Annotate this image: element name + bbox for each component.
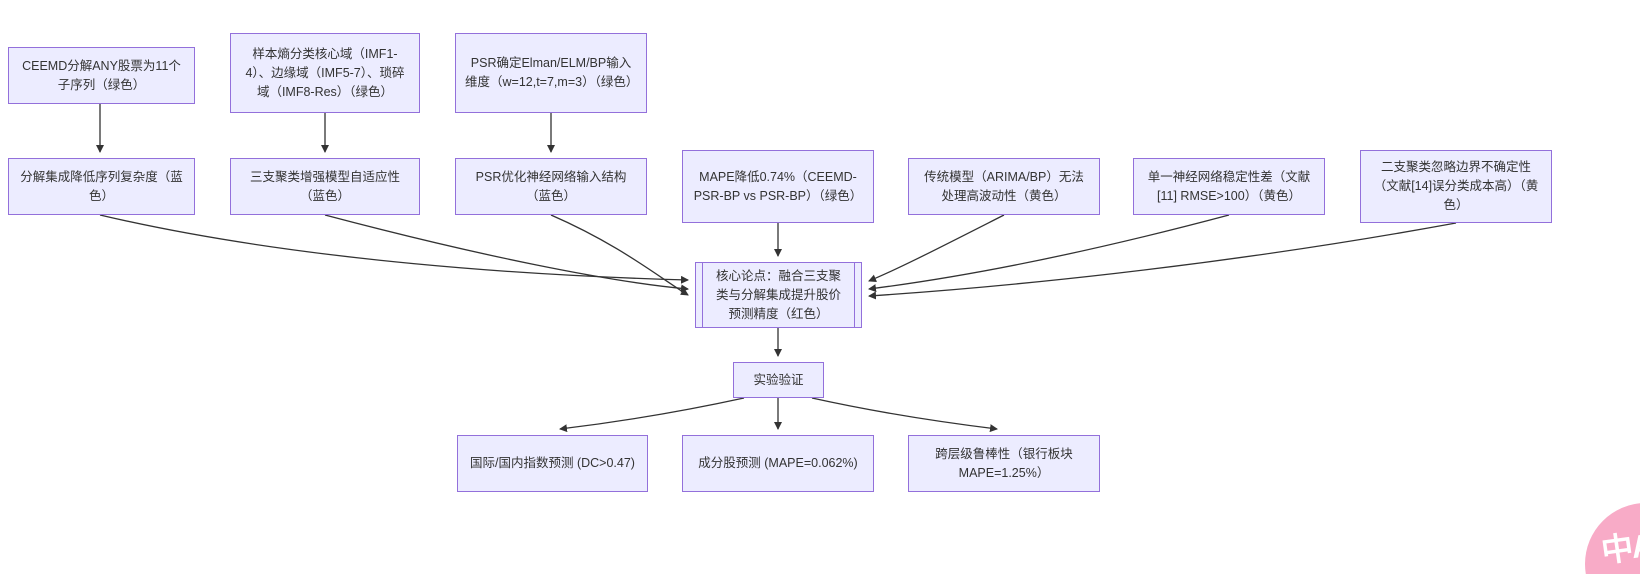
node-core-thesis: 核心论点：融合三支聚类与分解集成提升股价预测精度（红色） bbox=[695, 262, 862, 328]
node-experiment-validation: 实验验证 bbox=[733, 362, 824, 398]
node-decomposition-ensemble: 分解集成降低序列复杂度（蓝色） bbox=[8, 158, 195, 215]
node-two-way-clustering: 二支聚类忽略边界不确定性（文献[14]误分类成本高）（黄色） bbox=[1360, 150, 1552, 223]
edge-decomp-to-core bbox=[99, 214, 689, 284]
node-mape-reduction: MAPE降低0.74%（CEEMD-PSR-BP vs PSR-BP）（绿色） bbox=[682, 150, 874, 223]
edge-experiment-to-robustness bbox=[811, 397, 998, 433]
translate-badge-label: 中A bbox=[1599, 526, 1640, 570]
edge-single-nn-to-core bbox=[868, 214, 1230, 293]
node-cross-level-robustness: 跨层级鲁棒性（银行板块 MAPE=1.25%） bbox=[908, 435, 1100, 492]
translate-badge[interactable]: 中A bbox=[1585, 503, 1640, 574]
node-traditional-model: 传统模型（ARIMA/BP）无法处理高波动性（黄色） bbox=[908, 158, 1100, 215]
edge-psr-opt-to-core bbox=[550, 214, 689, 296]
node-ceemd-decompose: CEEMD分解ANY股票为11个子序列（绿色） bbox=[8, 47, 195, 104]
edge-three-way-to-core bbox=[324, 214, 689, 293]
node-psr-optimize: PSR优化神经网络输入结构（蓝色） bbox=[455, 158, 647, 215]
node-three-way-clustering: 三支聚类增强模型自适应性（蓝色） bbox=[230, 158, 420, 215]
node-constituent-prediction: 成分股预测 (MAPE=0.062%) bbox=[682, 435, 874, 492]
edge-traditional-to-core bbox=[868, 214, 1005, 282]
edge-experiment-to-index bbox=[559, 397, 745, 433]
node-index-prediction: 国际/国内指数预测 (DC>0.47) bbox=[457, 435, 648, 492]
node-sample-entropy: 样本熵分类核心域（IMF1-4）、边缘域（IMF5-7）、琐碎域（IMF8-Re… bbox=[230, 33, 420, 113]
edge-two-way-to-core bbox=[868, 222, 1457, 300]
node-single-nn: 单一神经网络稳定性差（文献[11] RMSE>100）（黄色） bbox=[1133, 158, 1325, 215]
node-psr-dimension: PSR确定Elman/ELM/BP输入维度（w=12,t=7,m=3）（绿色） bbox=[455, 33, 647, 113]
